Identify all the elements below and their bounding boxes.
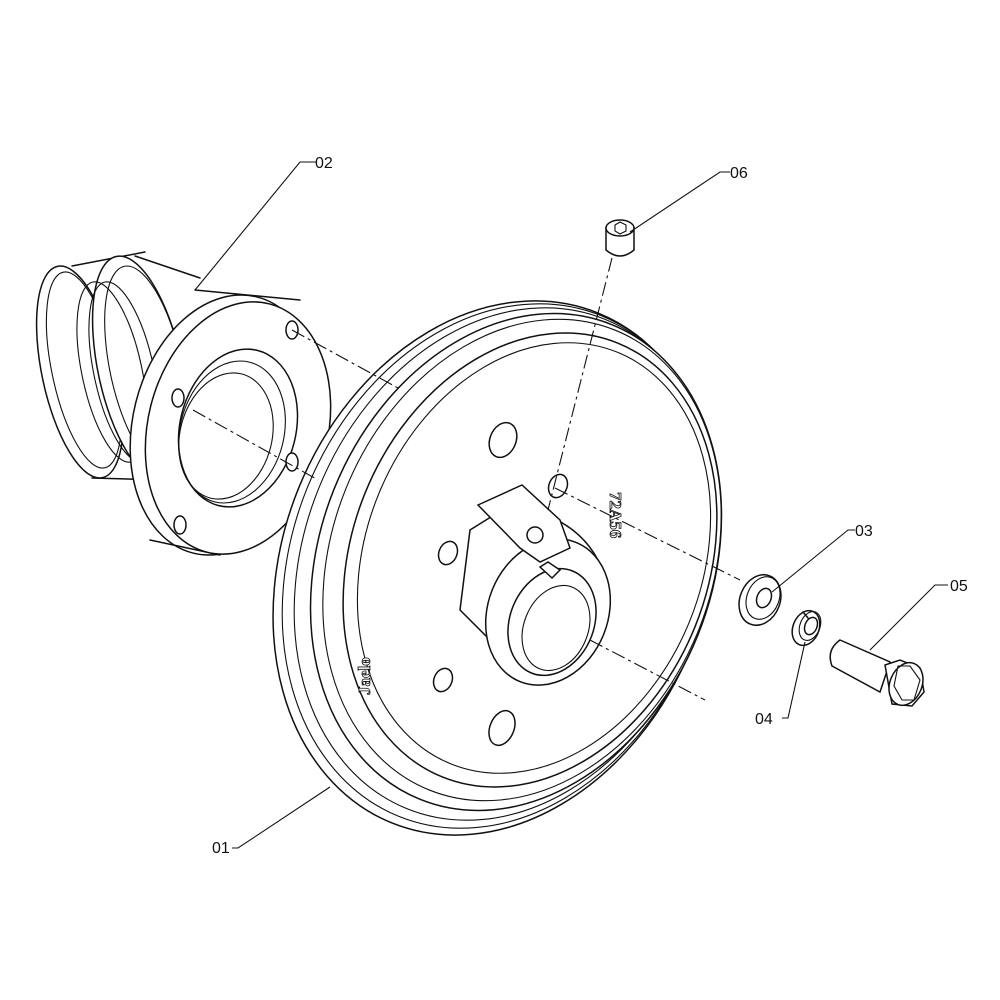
callout-04: 04 [755,711,773,728]
callout-06: 06 [730,165,748,182]
callout-03: 03 [855,523,873,540]
part-02-hub [35,251,332,556]
center-lines [192,257,741,701]
part-04-lock-washer [791,609,822,647]
part-06-set-screw [605,219,635,257]
callout-labels: 02 06 01 03 04 05 [212,155,968,857]
part-05-hex-bolt [829,639,925,707]
leader-lines [194,161,948,849]
part-code-marking: 72A56 [606,492,625,538]
callout-02: 02 [315,155,333,172]
brand-marking: Jaelo [355,657,374,695]
callout-05: 05 [950,578,968,595]
part-03-washer [738,574,782,626]
callout-01: 01 [212,840,230,857]
part-01-pulley: Jaelo 72A56 [272,300,723,836]
